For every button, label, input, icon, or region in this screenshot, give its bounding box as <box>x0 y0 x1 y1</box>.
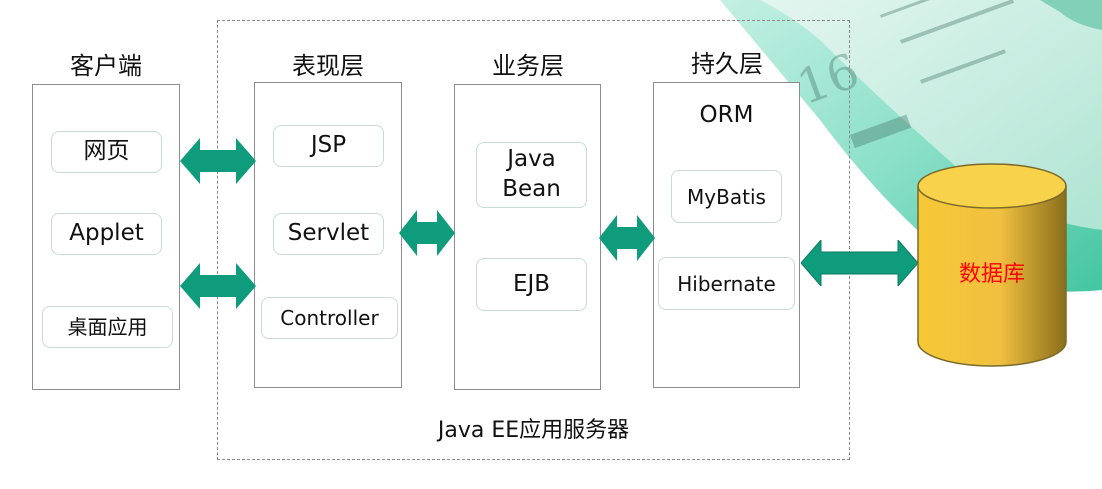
presentation-column-title: 表现层 <box>292 52 364 80</box>
presentation-item-servlet: Servlet <box>273 213 384 255</box>
persistence-column <box>653 82 800 388</box>
java-ee-server-label: Java EE应用服务器 <box>437 418 630 443</box>
business-item-ejb: EJB <box>476 258 587 311</box>
database-label: 数据库 <box>958 262 1025 287</box>
presentation-item-jsp: JSP <box>273 125 384 167</box>
persistence-item-mybatis: MyBatis <box>671 170 782 223</box>
double-arrow-presentation-business <box>399 210 455 256</box>
business-column-title: 业务层 <box>492 52 564 80</box>
orm-label: ORM <box>699 102 754 128</box>
java-ee-server-frame <box>217 20 850 460</box>
persistence-column-title: 持久层 <box>691 50 763 78</box>
double-arrow-client-presentation-top <box>180 138 256 184</box>
business-item-java-bean: Java Bean <box>476 142 587 208</box>
database-cylinder-icon <box>917 163 1067 367</box>
client-column-title: 客户端 <box>70 52 142 80</box>
client-item-applet: Applet <box>51 213 162 255</box>
double-arrow-persistence-database <box>801 240 918 286</box>
business-column <box>454 84 601 390</box>
client-item-webpage: 网页 <box>51 131 162 173</box>
client-item-desktop-app: 桌面应用 <box>42 306 173 348</box>
double-arrow-business-persistence <box>599 215 655 261</box>
double-arrow-client-presentation-bottom <box>180 263 256 309</box>
presentation-item-controller: Controller <box>261 297 398 339</box>
persistence-item-hibernate: Hibernate <box>658 257 795 310</box>
